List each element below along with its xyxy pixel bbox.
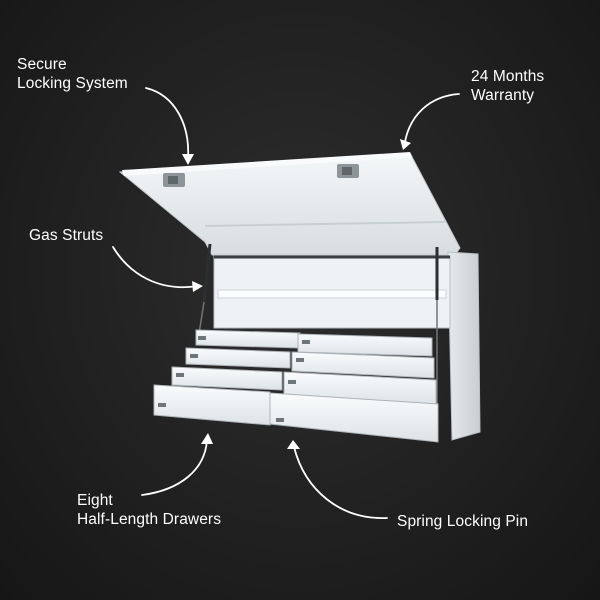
callout-text: Gas Struts [29, 227, 104, 244]
callout-text: Half-Length Drawers [77, 511, 222, 528]
arrow-pin [293, 446, 388, 519]
callout-text: Warranty [471, 87, 535, 104]
arrowheads [182, 139, 411, 449]
callout-text: 24 Months [471, 68, 545, 85]
drawers-right [269, 333, 439, 443]
callout-text: Eight [77, 492, 113, 509]
arrow-locking [145, 87, 189, 159]
arrow-drawers [141, 439, 208, 496]
callout-text: Spring Locking Pin [397, 513, 529, 530]
callout-text: Secure [17, 56, 67, 73]
spring-locking-pin-icon [158, 336, 310, 422]
callout-gas-struts: Gas Struts [29, 226, 103, 245]
callout-warranty: 24 Months Warranty [471, 67, 544, 105]
callout-spring-locking-pin: Spring Locking Pin [397, 512, 528, 531]
callout-secure-locking-system: Secure Locking System [17, 55, 128, 93]
callout-eight-drawers: Eight Half-Length Drawers [77, 491, 221, 529]
lock-icon [163, 164, 359, 187]
arrow-warranty [404, 93, 460, 143]
gas-strut-left [202, 243, 212, 303]
callout-arrows [112, 87, 460, 519]
arrow-struts [112, 246, 199, 288]
callout-text: Locking System [17, 75, 128, 92]
